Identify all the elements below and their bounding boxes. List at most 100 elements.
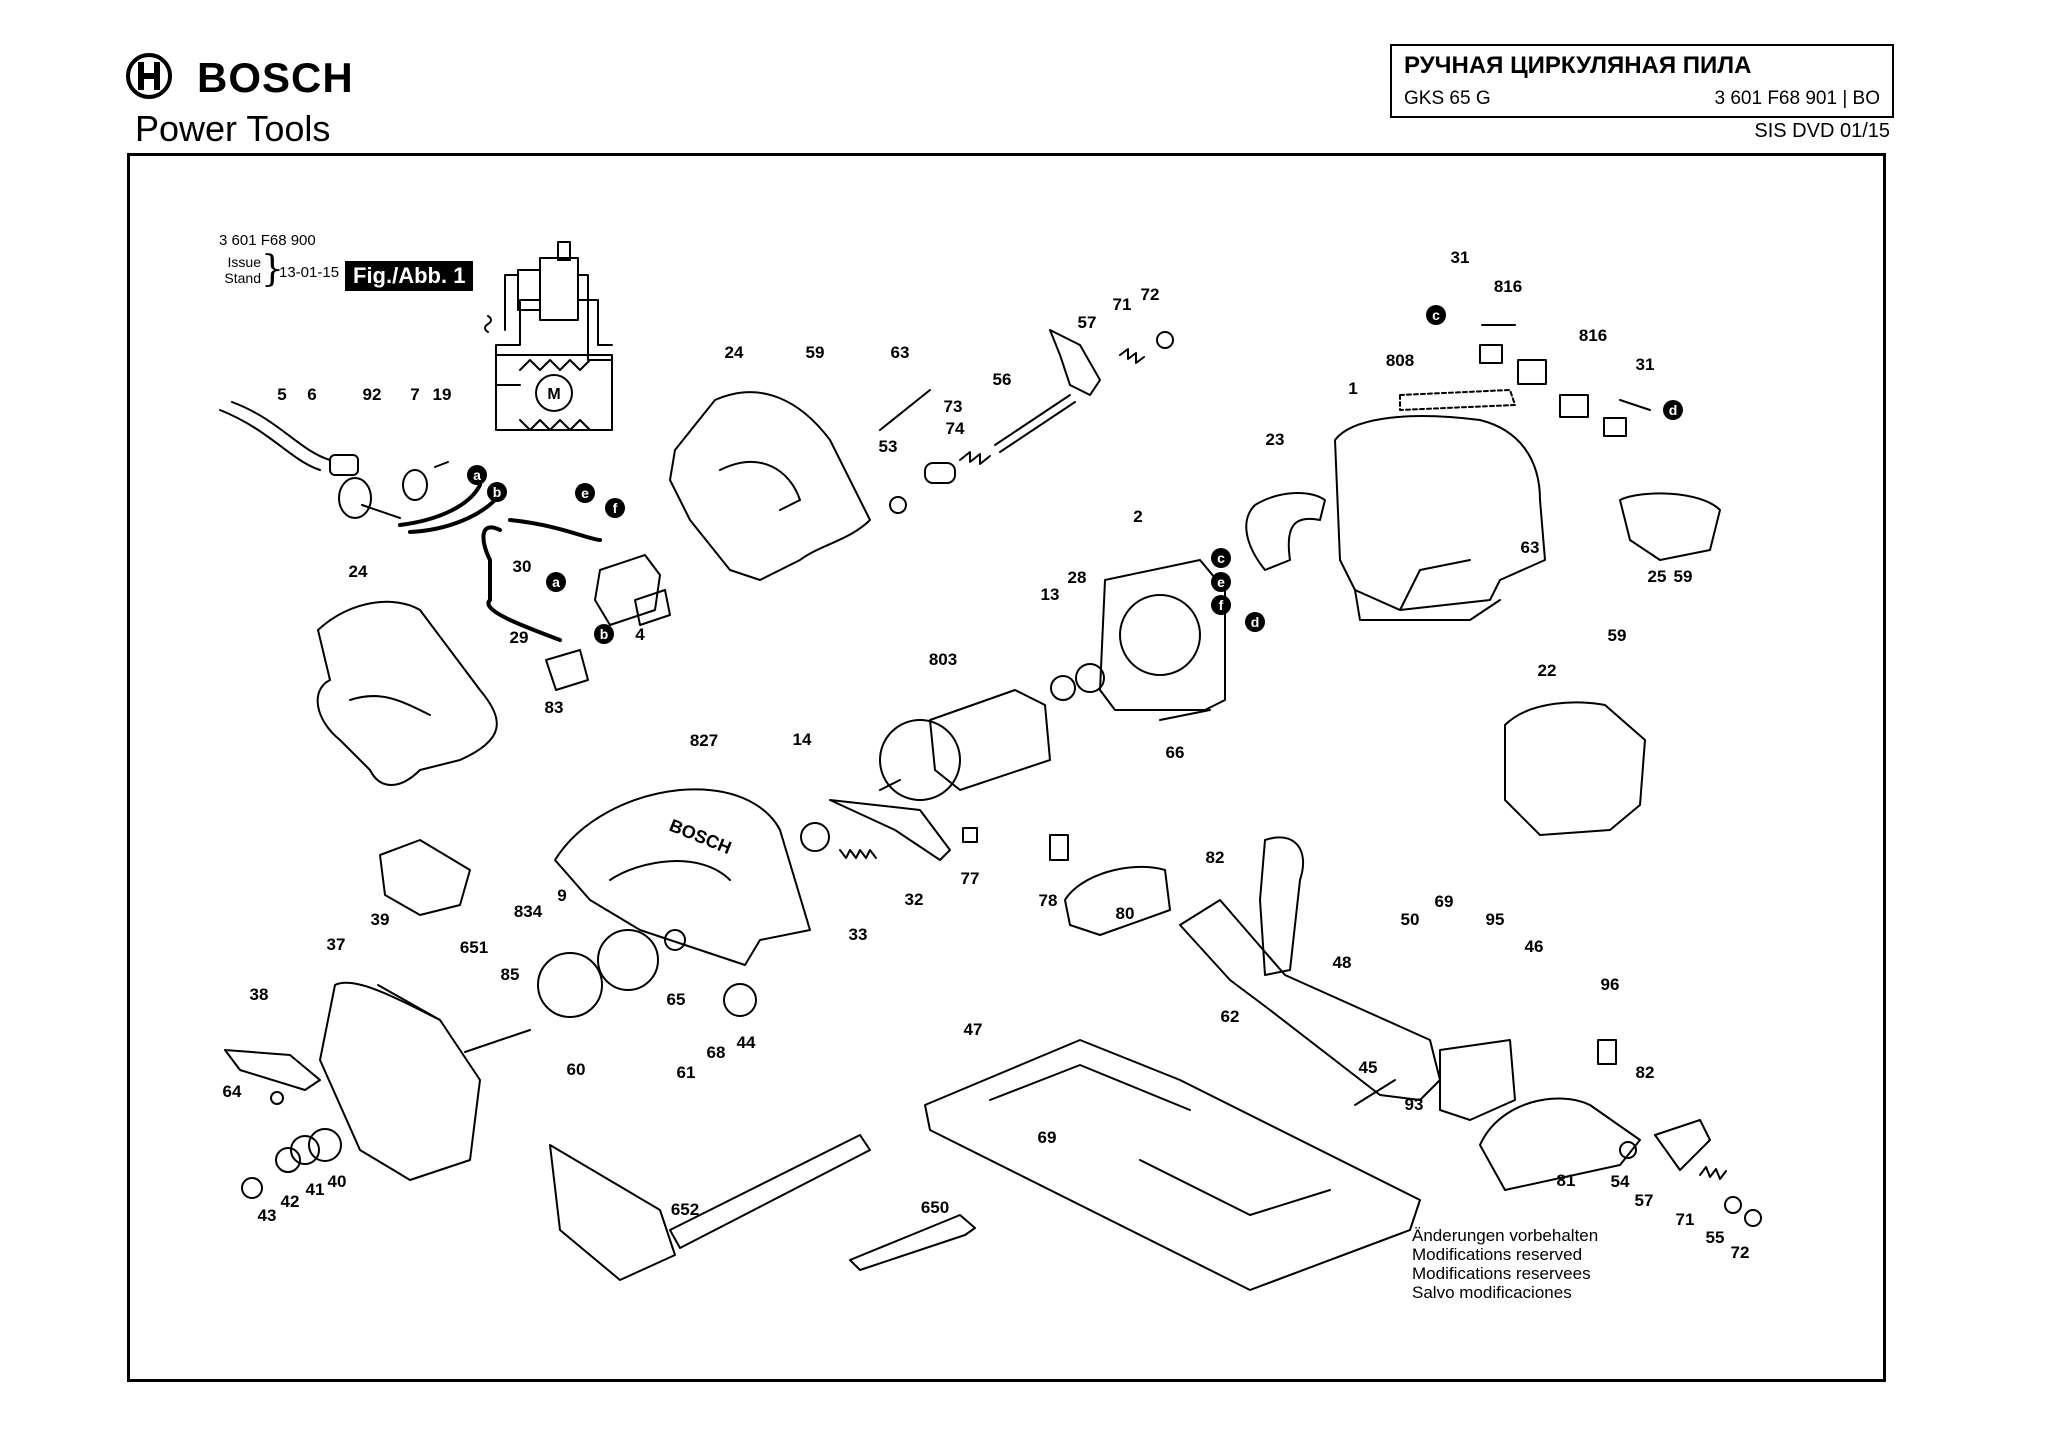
part-number-43: 43 [258, 1206, 277, 1225]
connection-marker-d-icon [1245, 612, 1265, 632]
part-number-80: 80 [1116, 904, 1135, 923]
part-number-50: 50 [1401, 910, 1420, 929]
base-plate [924, 1039, 1421, 1291]
part-number-5: 5 [277, 385, 286, 404]
part-number-42: 42 [281, 1192, 300, 1211]
cap-72 [1744, 1209, 1762, 1227]
part-code: 3 601 F68 901 | BO [1714, 88, 1881, 109]
issue-label: Issue [227, 254, 261, 270]
field-coil [1099, 559, 1226, 711]
connection-marker-b-icon [487, 482, 507, 502]
screw-63 [879, 389, 931, 431]
brush-cover-25 [1619, 492, 1721, 561]
part-number-37: 37 [327, 935, 346, 954]
part-number-47: 47 [964, 1020, 983, 1039]
part-number-83: 83 [545, 698, 564, 717]
model-number: GKS 65 G [1404, 88, 1491, 109]
connection-marker-label: a [552, 574, 560, 590]
connection-marker-label: d [1251, 614, 1260, 630]
part-number-77: 77 [961, 869, 980, 888]
guard-logo-text: BOSCH [667, 815, 735, 858]
part-number-60: 60 [567, 1060, 586, 1079]
part-number-63: 63 [891, 343, 910, 362]
depth-stop-arm [1179, 899, 1441, 1101]
part-number-4: 4 [635, 625, 645, 644]
connection-marker-e-icon [1211, 572, 1231, 592]
part-number-827: 827 [690, 731, 718, 750]
wiring-schematic [484, 241, 613, 431]
connection-marker-label: b [493, 484, 502, 500]
part-number-41: 41 [306, 1180, 325, 1199]
figure-label: Fig./Abb. 1 [345, 261, 474, 291]
connection-marker-b-icon [594, 624, 614, 644]
bevel-quadrant-80 [1064, 865, 1171, 936]
part-number-803: 803 [929, 650, 957, 669]
hex-key [849, 1214, 976, 1271]
part-number-13: 13 [1041, 585, 1060, 604]
part-number-62: 62 [1221, 1007, 1240, 1026]
part-number-61: 61 [677, 1063, 696, 1082]
issue-row: Issue Stand } 13-01-15 [219, 252, 359, 294]
brand-subtitle: Power Tools [135, 108, 331, 149]
gear [597, 929, 659, 991]
issue-labels: Issue Stand [219, 254, 261, 286]
nut-55 [1724, 1196, 1742, 1214]
part-number-72: 72 [1141, 285, 1160, 304]
bracket-78 [1049, 834, 1069, 861]
brush-cover-808 [1399, 389, 1516, 411]
part-number-28: 28 [1068, 568, 1087, 587]
part-number-1: 1 [1348, 379, 1357, 398]
upper-blade-guard [554, 788, 811, 966]
connection-marker-label: f [613, 500, 618, 516]
handle-half-right [669, 391, 871, 581]
part-number-72: 72 [1731, 1243, 1750, 1262]
screw-66 [1159, 709, 1211, 721]
part-number-53: 53 [879, 437, 898, 456]
connection-marker-c-icon [1426, 305, 1446, 325]
connection-marker-f-icon [605, 498, 625, 518]
connection-marker-c-icon [1211, 548, 1231, 568]
part-number-45: 45 [1359, 1058, 1378, 1077]
part-number-33: 33 [849, 925, 868, 944]
washer-41 [290, 1135, 320, 1165]
part-number-32: 32 [905, 890, 924, 909]
flange-85 [537, 952, 603, 1018]
capacitor [545, 649, 589, 691]
part-number-31: 31 [1636, 355, 1655, 374]
connection-marker-label: e [581, 485, 589, 501]
part-number-95: 95 [1486, 910, 1505, 929]
connection-marker-label: f [1219, 597, 1224, 613]
part-number-40: 40 [328, 1172, 347, 1191]
note-line: Modifications reserved [1412, 1245, 1583, 1264]
spring-71b [1699, 1166, 1727, 1180]
rip-fence-652 [549, 1144, 676, 1281]
depth-stop-48 [1259, 836, 1305, 976]
part-number-808: 808 [1386, 351, 1414, 370]
parallel-guide [1479, 1097, 1641, 1191]
part-number-30: 30 [513, 557, 532, 576]
edition-label: SIS DVD 01/15 [1754, 120, 1890, 142]
part-number-93: 93 [1405, 1095, 1424, 1114]
bearing-44 [723, 983, 757, 1017]
part-number-14: 14 [793, 730, 812, 749]
part-number-81: 81 [1557, 1171, 1576, 1190]
washer-42 [275, 1147, 301, 1173]
screw-64 [270, 1091, 284, 1105]
part-number-69: 69 [1038, 1128, 1057, 1147]
spring-39 [377, 984, 441, 1021]
part-number-23: 23 [1266, 430, 1285, 449]
stand-label: Stand [224, 270, 261, 286]
part-number-57: 57 [1635, 1191, 1654, 1210]
part-number-55: 55 [1706, 1228, 1725, 1247]
part-number-31: 31 [1451, 248, 1470, 267]
part-number-92: 92 [363, 385, 382, 404]
motor-housing [1334, 415, 1546, 621]
brush-holders [1479, 324, 1651, 437]
note-line: Modifications reservees [1412, 1264, 1591, 1283]
product-title: РУЧНАЯ ЦИРКУЛЯНАЯ ПИЛА [1404, 52, 1752, 79]
part-number-66: 66 [1166, 743, 1185, 762]
drawing-number: 3 601 F68 900 [219, 232, 316, 249]
